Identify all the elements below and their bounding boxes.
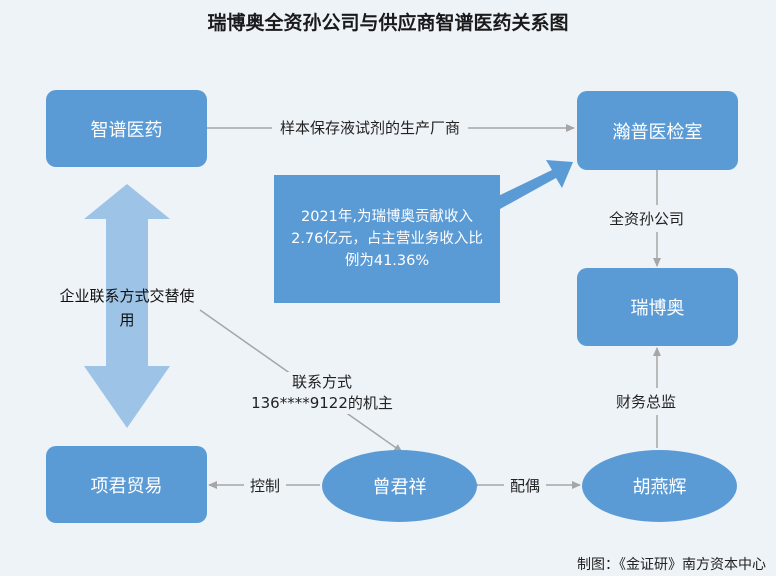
control-label: 控制 <box>244 475 287 496</box>
page-title: 瑞博奥全资孙公司与供应商智谱医药关系图 <box>207 12 569 34</box>
credit-footer: 制图：《金证研》南方资本中心 <box>577 557 766 573</box>
shared-contact-double-arrow <box>84 184 170 428</box>
contact-label-line2: 136****9122的机主 <box>251 394 393 412</box>
node-huyanhui: 胡燕辉 <box>582 450 737 522</box>
cfo-label: 财务总监 <box>612 388 681 415</box>
contribution-arrow <box>494 160 573 209</box>
node-xiangjun: 项君贸易 <box>46 446 207 523</box>
contact-label: 联系方式 136****9122的机主 <box>240 372 404 414</box>
supplier-label: 样本保存液试剂的生产厂商 <box>272 117 469 138</box>
subsidiary-label: 全资孙公司 <box>605 205 689 232</box>
revenue-callout: 2021年,为瑞博奥贡献收入2.76亿元，占主营业务收入比例为41.36% <box>274 175 500 303</box>
spouse-label: 配偶 <box>504 475 547 496</box>
node-zhipu: 智谱医药 <box>46 90 207 167</box>
node-zengjunxiang: 曾君祥 <box>322 450 477 522</box>
contact-label-line1: 联系方式 <box>291 373 352 391</box>
shared-contact-label: 企业联系方式交替使用 <box>59 287 195 329</box>
node-hanpu: 瀚普医检室 <box>577 91 738 170</box>
node-ruiboao: 瑞博奥 <box>577 268 738 346</box>
